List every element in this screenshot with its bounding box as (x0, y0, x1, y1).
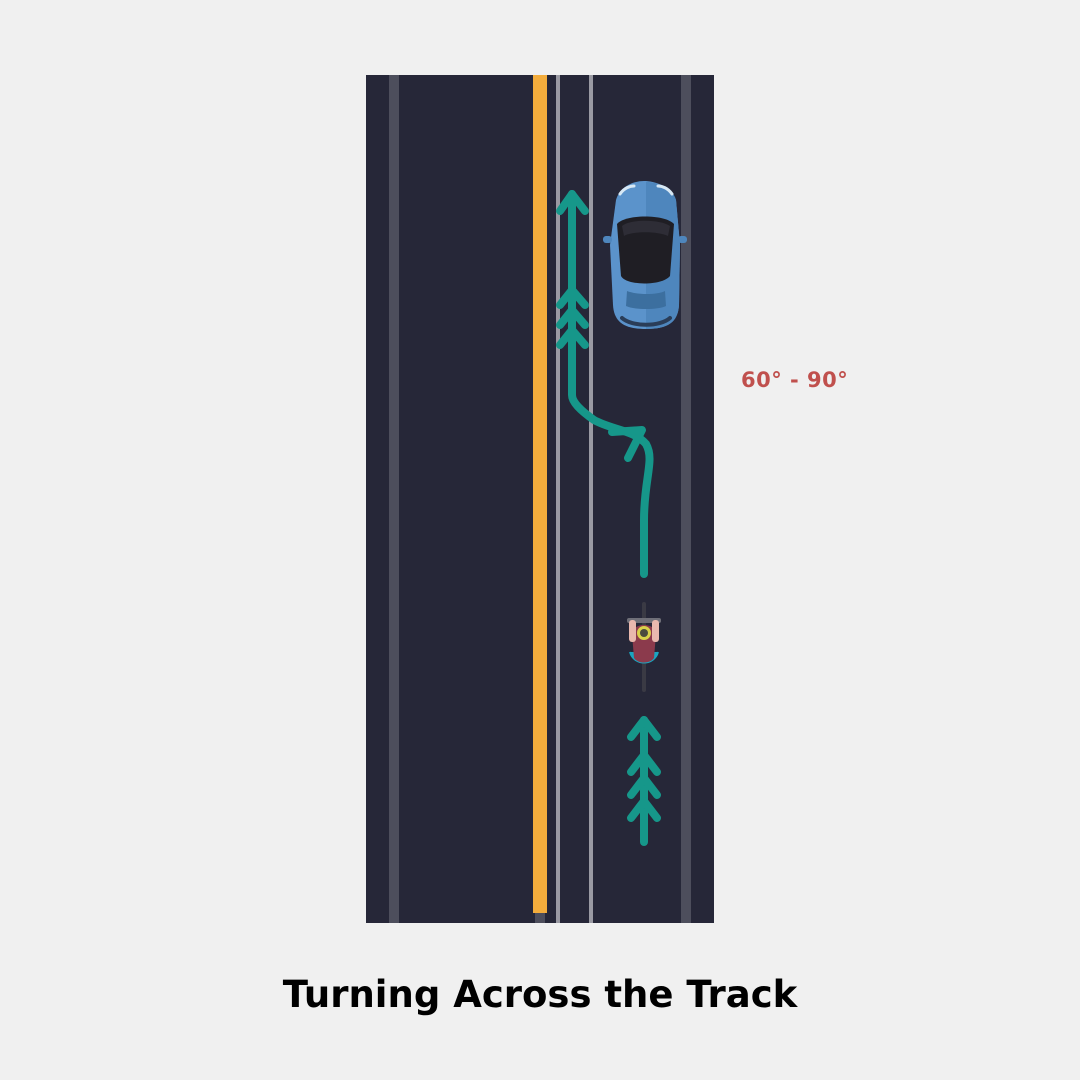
car-mirror-right (678, 236, 687, 243)
track-rail-right (589, 75, 593, 923)
arrow-up-icon (556, 306, 589, 329)
arrow-up-icon (556, 190, 589, 215)
left-edge-line (389, 75, 399, 923)
arrow-up-icon (627, 774, 661, 799)
car-icon (603, 181, 687, 329)
lower-arrow-group (627, 716, 661, 846)
arrow-up-icon (556, 286, 589, 309)
turning-path-arrowhead-mid (608, 426, 646, 462)
cyclist-icon (627, 602, 661, 692)
diagram-caption: Turning Across the Track (282, 973, 798, 1016)
cyclist-helmet-inner (640, 629, 648, 637)
arrow-up-icon (627, 716, 661, 741)
car-roof-shine (622, 220, 670, 236)
upper-arrow-group (556, 190, 589, 349)
turning-path (568, 190, 654, 578)
arrow-up-icon (556, 326, 589, 349)
angle-label: 60° - 90° (741, 368, 849, 392)
car-rear-window (626, 291, 666, 309)
arrow-up-icon (627, 797, 661, 822)
car-rear-bumper (620, 316, 672, 327)
car-headlight-right (656, 184, 674, 196)
right-edge-line (681, 75, 691, 923)
track-rail-left (556, 75, 560, 923)
cyclist-arm-left (629, 620, 636, 642)
cyclist-arm-right (652, 620, 659, 642)
car-headlight-left (618, 184, 636, 196)
center-line (533, 75, 547, 913)
car-mirror-left (603, 236, 612, 243)
arrow-up-icon (627, 751, 661, 776)
center-line-end (535, 913, 545, 923)
